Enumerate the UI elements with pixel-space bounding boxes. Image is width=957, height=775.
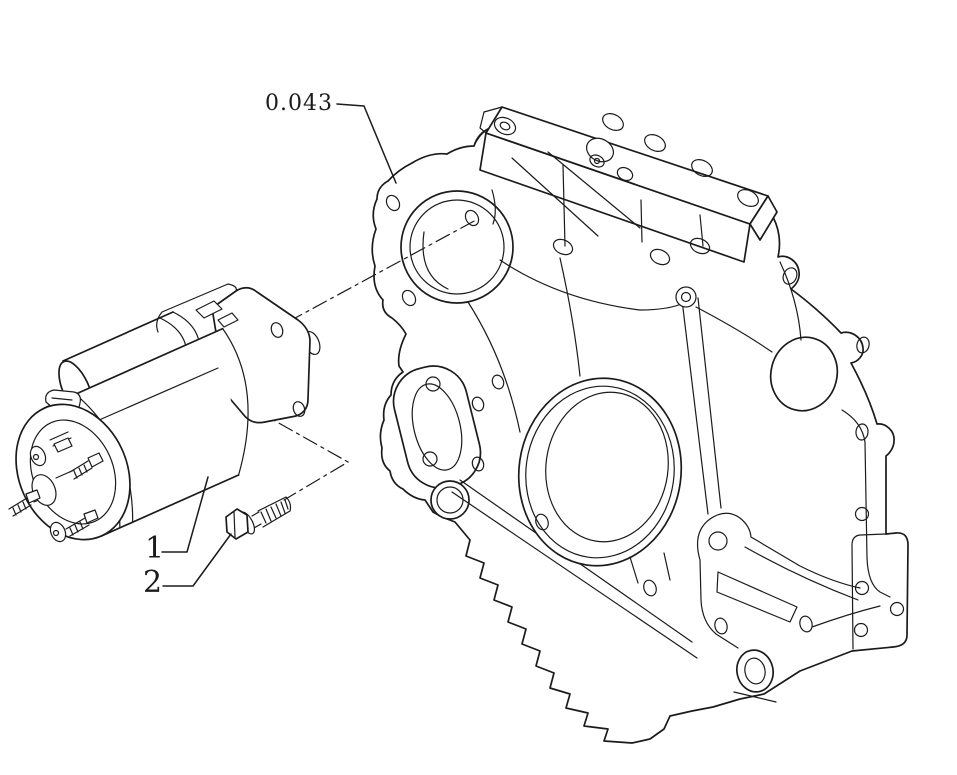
end-cap	[15, 403, 131, 541]
starter-opening	[385, 127, 514, 307]
bottom-ring-boss	[733, 649, 777, 703]
bolt-threads	[260, 499, 289, 524]
leader-item-2	[162, 533, 232, 587]
leader-ref-0043	[336, 103, 397, 184]
right-frame	[769, 261, 891, 598]
starter-flange	[211, 286, 311, 424]
terminal-studs	[8, 431, 104, 543]
body-lug-2	[217, 312, 239, 328]
crank-seal-bore	[517, 377, 683, 597]
bolt-head	[225, 508, 249, 540]
mounting-bracket	[479, 106, 778, 308]
interior-webs	[467, 257, 773, 515]
leader-item-1	[161, 476, 209, 553]
callouts: 0.043 1 2	[143, 91, 397, 600]
bracket-bolt-holes	[493, 113, 759, 308]
callout-item-1: 1	[145, 531, 164, 566]
flywheel-housing	[371, 127, 909, 744]
centerline-to-bolt	[205, 381, 350, 501]
mounting-bolt	[225, 496, 292, 540]
callout-item-2: 2	[143, 565, 162, 600]
corner-flange	[811, 533, 905, 650]
yoke-top	[156, 283, 237, 333]
body-lug	[195, 300, 223, 319]
callout-ref-0043: 0.043	[265, 91, 333, 116]
starter-motor	[8, 283, 321, 543]
centerline-to-opening	[189, 219, 477, 376]
mount-web	[697, 512, 861, 649]
alignment-centerlines	[189, 219, 477, 501]
idler-boss	[430, 480, 470, 520]
